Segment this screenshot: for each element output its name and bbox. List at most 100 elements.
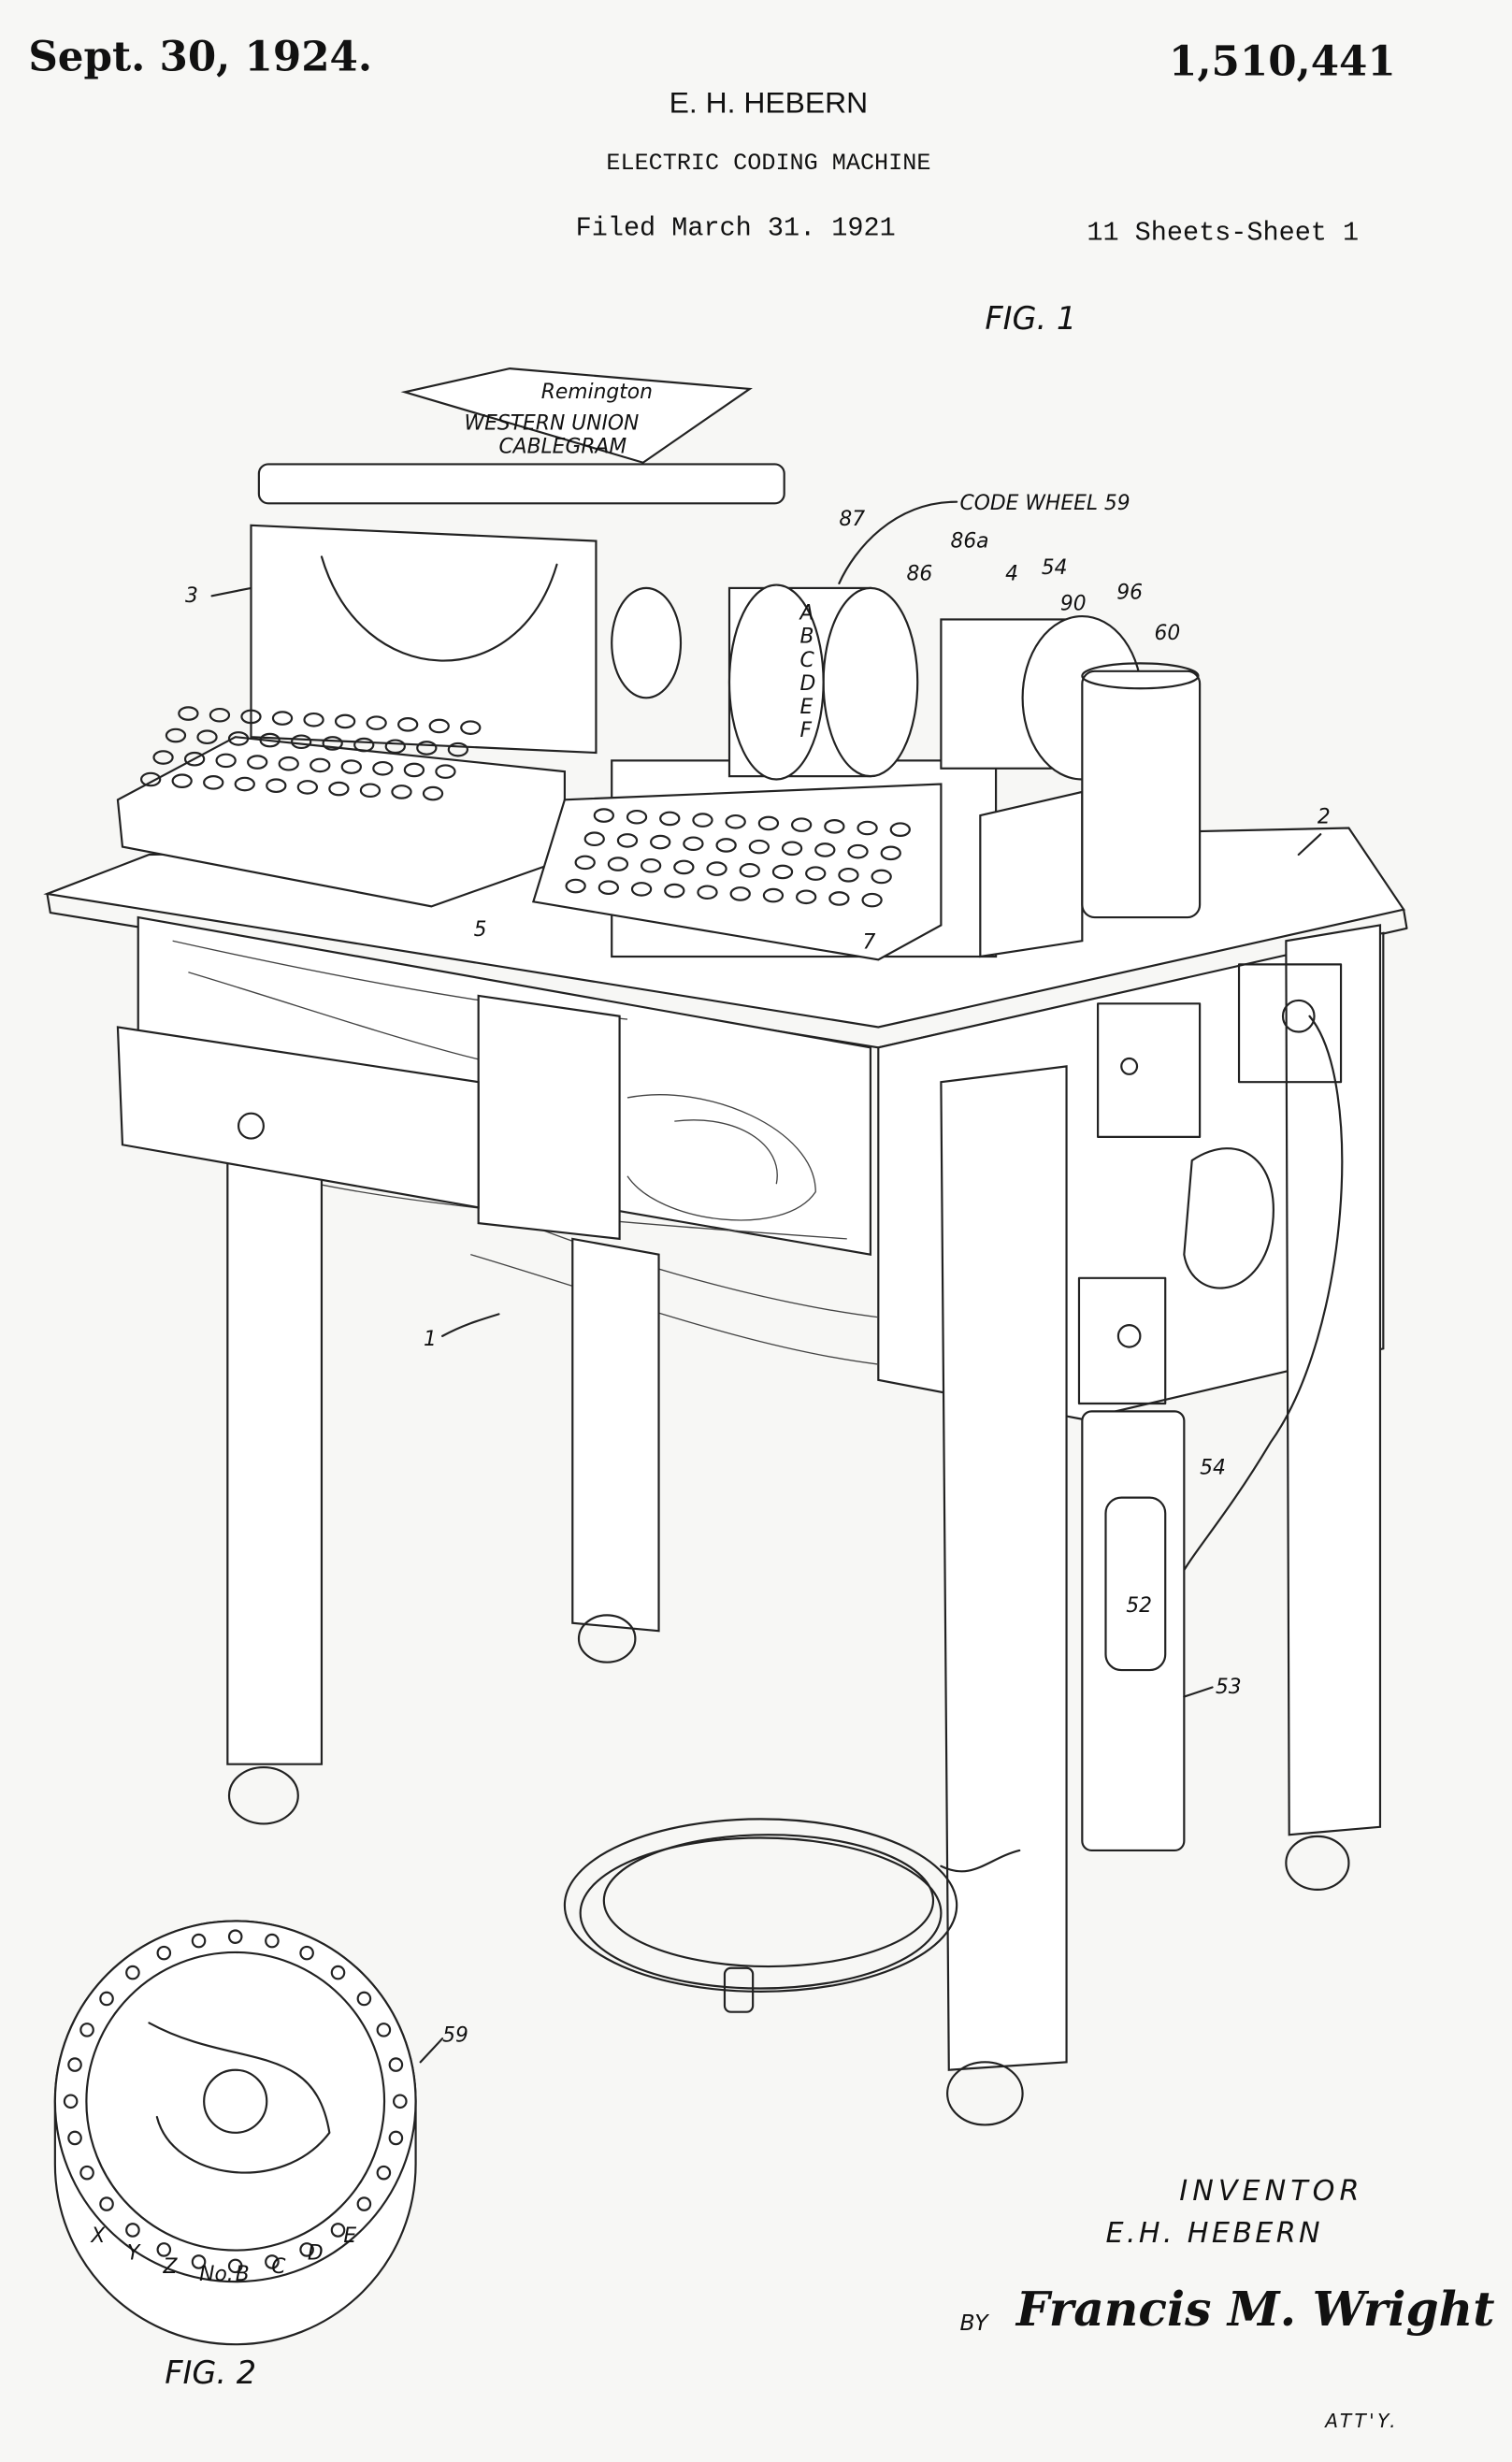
cable-coil-drawing xyxy=(563,1818,1021,2013)
fig1-label: FIG. 1 xyxy=(985,300,1076,337)
attorney-caption: ATT'Y. xyxy=(1323,2410,1399,2432)
contact-hole-icon xyxy=(265,1933,280,1949)
inventor-name-header: E. H. HEBERN xyxy=(670,86,868,120)
ref-59: 59 xyxy=(442,2024,468,2048)
key-icon xyxy=(790,817,813,832)
key-icon xyxy=(715,838,737,853)
key-icon xyxy=(271,711,294,726)
key-icon xyxy=(650,834,671,850)
key-icon xyxy=(359,783,382,799)
key-icon xyxy=(196,729,218,745)
key-icon xyxy=(828,891,850,906)
contact-hole-icon xyxy=(299,1945,314,1961)
contact-hole-icon xyxy=(125,1965,140,1980)
key-icon xyxy=(673,859,695,875)
key-icon xyxy=(416,741,438,756)
ref-86: 86 xyxy=(906,563,932,586)
contact-hole-icon xyxy=(191,2254,207,2269)
ref-96: 96 xyxy=(1116,582,1143,605)
key-icon xyxy=(814,842,836,857)
fig2-letter: D xyxy=(308,2241,324,2265)
key-icon xyxy=(762,887,785,903)
key-icon xyxy=(296,780,319,795)
wheel-letter: B xyxy=(799,626,814,649)
fig2-letter: C xyxy=(271,2255,286,2279)
typewriter-drawing: Remington WESTERN UNION CABLEGRAM xyxy=(116,367,785,908)
ref-4: 4 xyxy=(1005,563,1018,586)
ref-3: 3 xyxy=(185,584,198,608)
key-icon xyxy=(880,845,901,861)
contact-hole-icon xyxy=(265,2254,280,2269)
contact-hole-icon xyxy=(79,2023,94,2037)
key-icon xyxy=(165,727,187,743)
key-icon xyxy=(259,732,281,748)
fig2-letter: B xyxy=(236,2263,250,2286)
ref-7: 7 xyxy=(863,931,876,955)
code-wheel-label: CODE WHEEL 59 xyxy=(960,492,1130,515)
key-icon xyxy=(422,785,444,801)
key-icon xyxy=(857,820,878,836)
key-icon xyxy=(659,811,681,827)
inventor-caption: INVENTOR xyxy=(1179,2175,1363,2208)
key-icon xyxy=(805,866,827,881)
key-icon xyxy=(781,841,803,857)
contact-hole-icon xyxy=(227,1929,243,1944)
contact-hole-icon xyxy=(356,1991,372,2007)
key-icon xyxy=(838,868,859,883)
key-icon xyxy=(310,757,331,773)
wheel-letter: C xyxy=(799,649,814,672)
key-icon xyxy=(278,756,299,771)
key-icon xyxy=(861,892,883,908)
wheel-letter: D xyxy=(799,672,815,696)
sheet-count: 11 Sheets-Sheet 1 xyxy=(1087,218,1359,249)
key-icon xyxy=(593,808,614,823)
key-icon xyxy=(391,785,412,799)
fig2-letter: Y xyxy=(127,2241,141,2265)
patent-number: 1,510,441 xyxy=(1169,37,1396,85)
key-icon xyxy=(739,862,760,878)
key-icon xyxy=(607,857,629,871)
key-icon xyxy=(796,889,817,905)
key-icon xyxy=(340,759,362,774)
contact-hole-icon xyxy=(191,1933,207,1949)
ref-54b: 54 xyxy=(1200,1456,1226,1479)
key-icon xyxy=(626,809,648,825)
fig2-letter: E xyxy=(343,2224,356,2248)
ref-86a: 86a xyxy=(950,529,988,553)
paper-line2: CABLEGRAM xyxy=(498,436,626,459)
contact-hole-icon xyxy=(227,2258,243,2274)
key-icon xyxy=(889,822,911,837)
wheel-letter: E xyxy=(799,696,813,719)
contact-hole-icon xyxy=(356,2196,372,2211)
contact-hole-icon xyxy=(376,2165,392,2181)
key-icon xyxy=(328,781,350,797)
contact-hole-icon xyxy=(393,2094,408,2109)
fig2-letter: No. xyxy=(199,2263,234,2286)
key-icon xyxy=(366,715,387,730)
fig2-label: FIG. 2 xyxy=(165,2354,256,2391)
key-icon xyxy=(322,736,343,751)
key-icon xyxy=(183,751,206,767)
key-icon xyxy=(227,731,250,746)
key-icon xyxy=(290,734,312,750)
ref-87: 87 xyxy=(839,508,865,531)
key-icon xyxy=(574,855,596,871)
key-icon xyxy=(303,712,324,727)
paper-line1: WESTERN UNION xyxy=(465,412,640,436)
key-icon xyxy=(683,836,704,852)
ref-1: 1 xyxy=(424,1328,437,1351)
key-icon xyxy=(397,717,419,732)
key-icon xyxy=(152,750,174,765)
key-icon xyxy=(583,831,605,847)
contact-hole-icon xyxy=(156,2242,172,2257)
key-icon xyxy=(203,775,224,790)
ref-52: 52 xyxy=(1126,1594,1152,1618)
ref-60: 60 xyxy=(1154,622,1180,645)
table-drawing xyxy=(43,827,1408,2126)
ref-90: 90 xyxy=(1060,592,1087,615)
key-icon xyxy=(460,720,482,735)
ref-2: 2 xyxy=(1318,805,1331,828)
